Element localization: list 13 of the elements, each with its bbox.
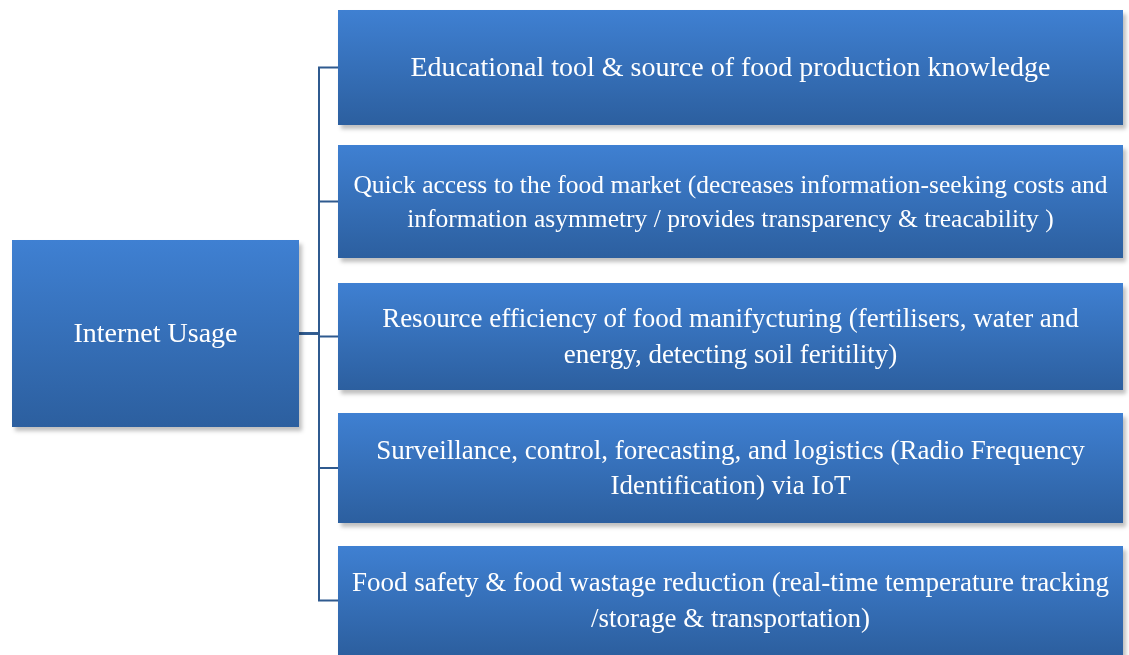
box-text: Internet Usage bbox=[73, 316, 238, 351]
connector-line bbox=[298, 332, 339, 602]
box-text: Resource efficiency of food manifycturing (fertilisers, water and energy, detecting soil feritility) bbox=[381, 302, 1080, 371]
box-text: Educational tool & source of food production knowledge bbox=[410, 50, 1051, 85]
box-text: Surveillance, control, forecasting, and logistics (Radio Frequency Identification) via IoT bbox=[375, 433, 1086, 502]
root-box bbox=[12, 240, 299, 427]
box-text: Food safety & food wastage reduction (real-time temperature tracking /storage & transportation) bbox=[350, 566, 1111, 635]
branch-box bbox=[338, 413, 1123, 523]
branch-box bbox=[338, 283, 1123, 390]
branch-box bbox=[338, 145, 1123, 258]
branch-box bbox=[338, 546, 1123, 655]
box-text: Quick access to the food market (decreases information-seeking costs and information asymmetry / provides transparency & treacability ) bbox=[352, 169, 1109, 235]
branch-box bbox=[338, 10, 1123, 125]
